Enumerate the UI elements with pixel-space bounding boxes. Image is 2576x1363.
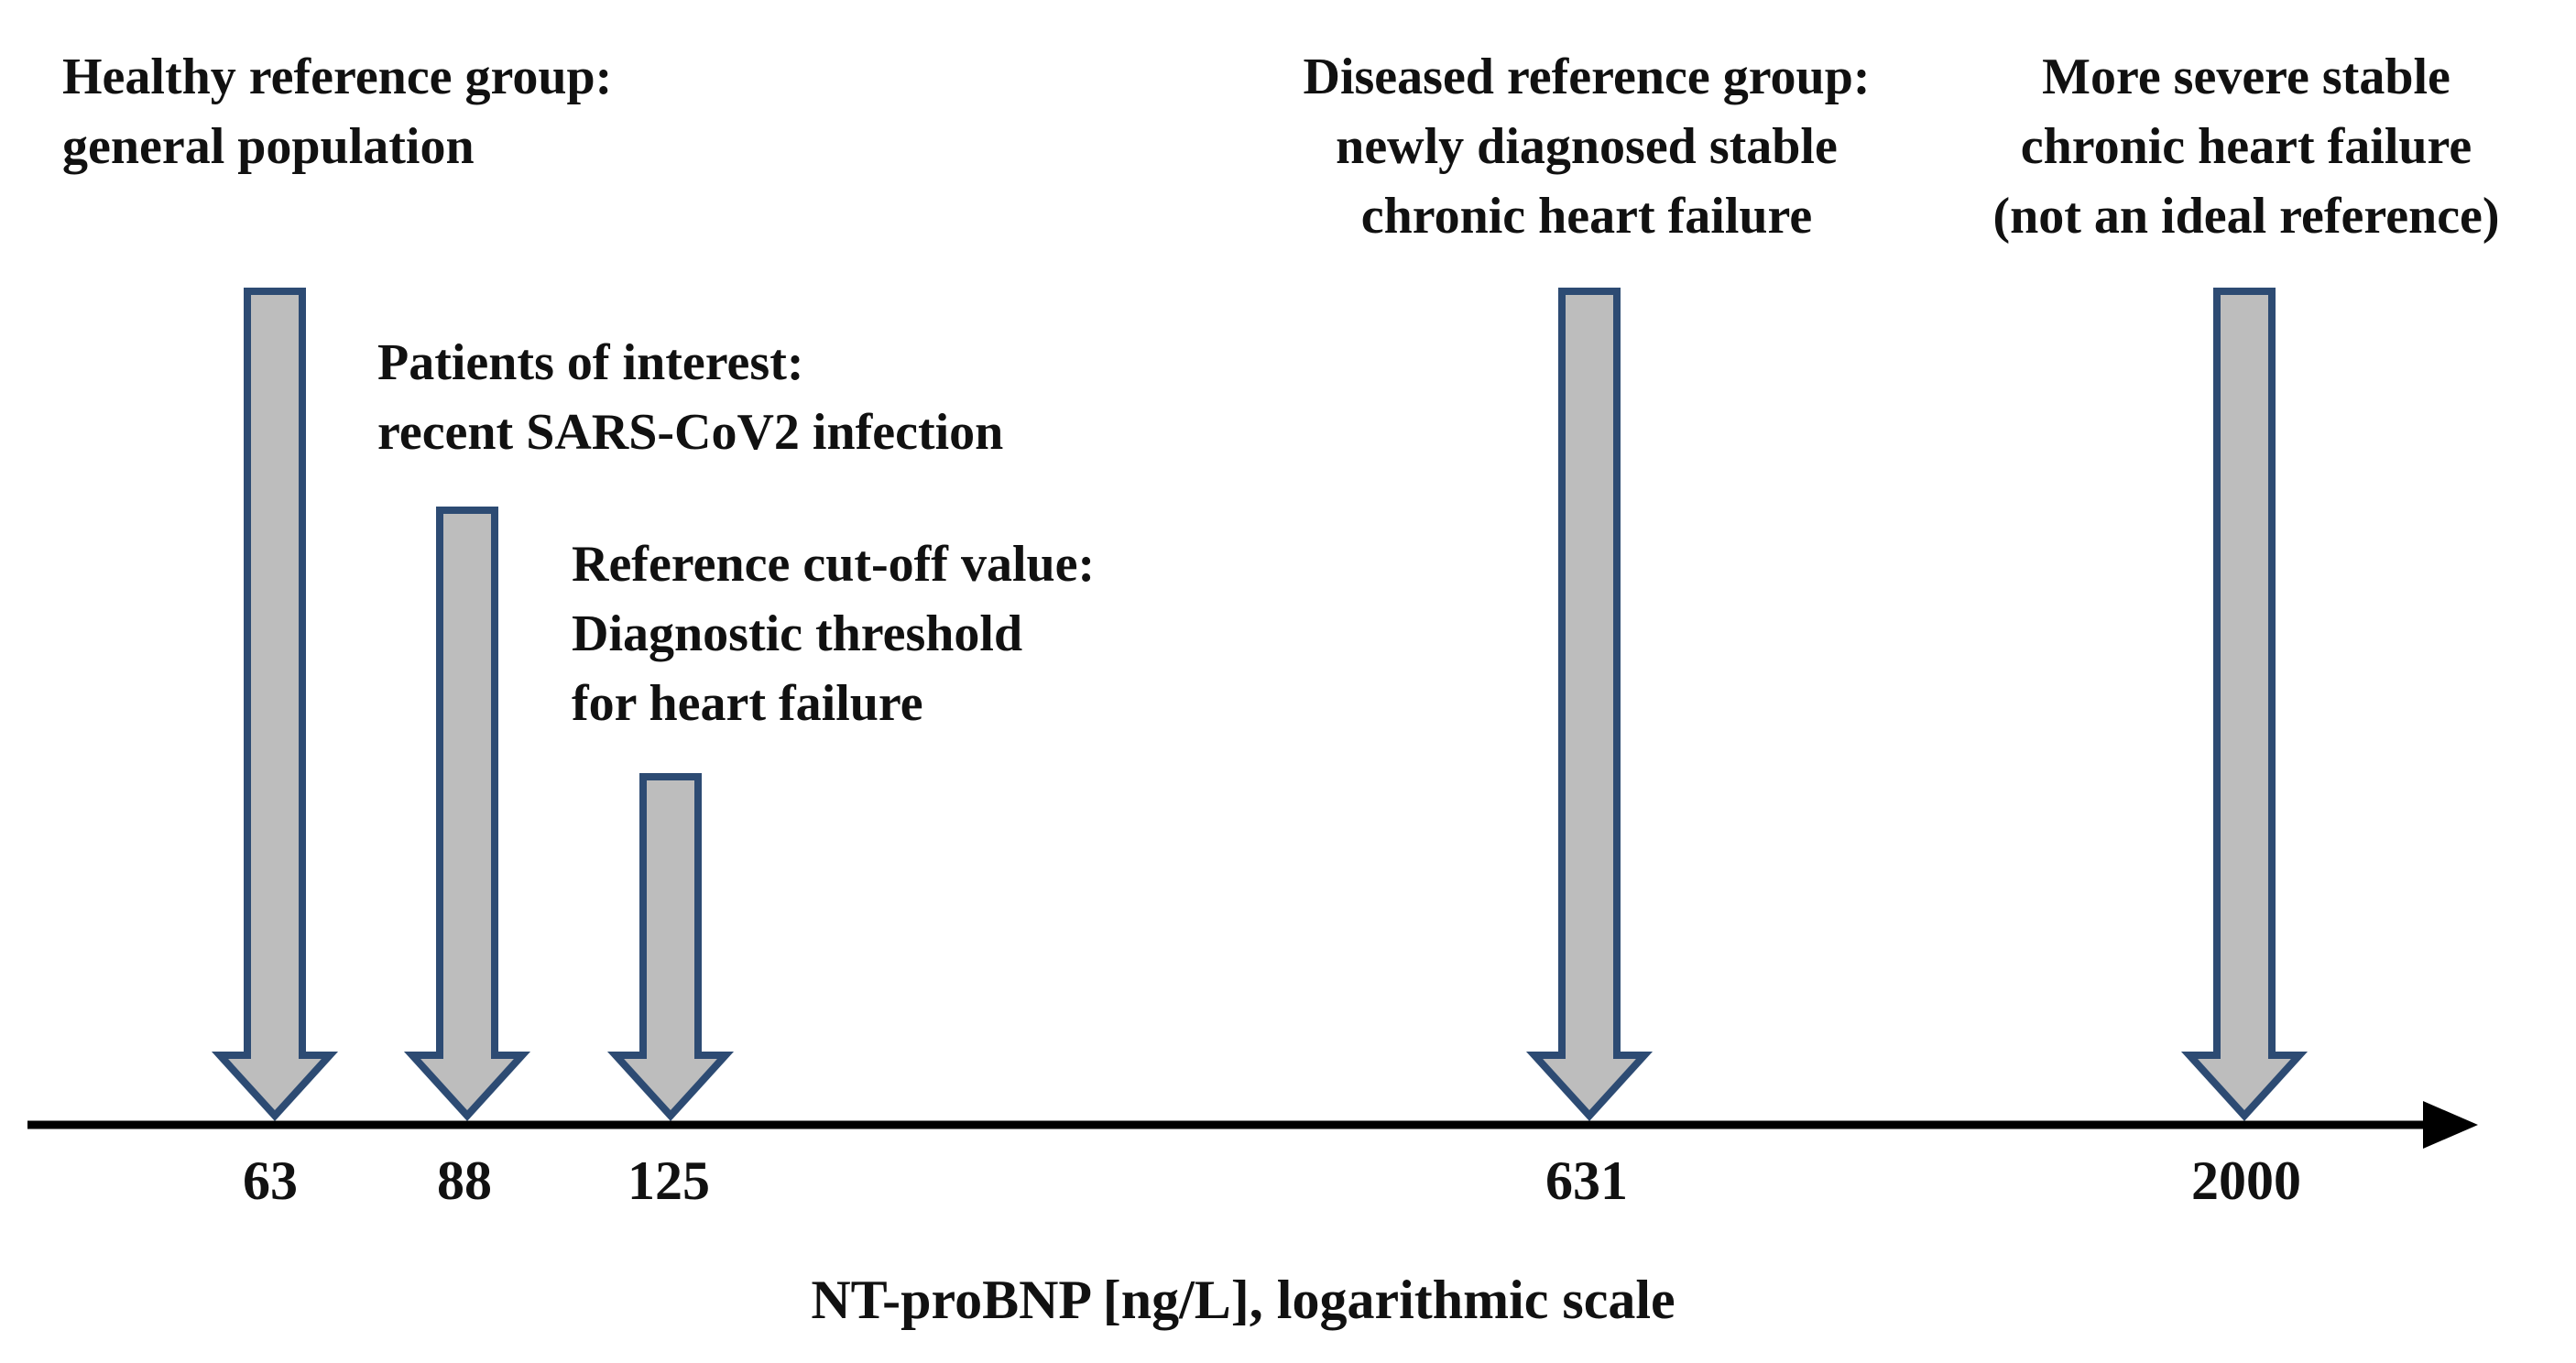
marker-label-severe-heart-failure: More severe stable chronic heart failure… [1992,42,2499,251]
label-line: Reference cut-off value: [572,536,1096,593]
arrow-631 [1525,288,1654,1121]
arrow-63 [211,288,339,1121]
marker-arrows [211,288,2309,1121]
label-line: Diagnostic threshold [572,605,1023,662]
tick-label-88: 88 [437,1150,492,1211]
arrow-88 [403,507,531,1121]
label-line: (not an ideal reference) [1992,188,2500,245]
tick-label-125: 125 [628,1150,710,1211]
label-line: recent SARS-CoV2 infection [377,404,1004,461]
label-line: general population [62,118,475,175]
label-line: Healthy reference group: [62,49,613,105]
label-line: Patients of interest: [377,334,804,391]
axis-title: NT-proBNP [ng/L], logarithmic scale [811,1270,1675,1330]
arrow-2000 [2180,288,2309,1121]
label-line: chronic heart failure [1360,188,1813,245]
tick-label-631: 631 [1545,1150,1628,1211]
label-line: for heart failure [572,675,923,732]
label-line: Diseased reference group: [1303,49,1871,105]
label-line: chronic heart failure [2020,118,2472,175]
marker-label-reference-cutoff: Reference cut-off value: Diagnostic thre… [572,529,1095,738]
marker-label-diseased-reference: Diseased reference group: newly diagnose… [1304,42,1871,251]
tick-label-63: 63 [243,1150,298,1211]
marker-label-healthy-reference: Healthy reference group: general populat… [62,42,612,181]
marker-label-patients-of-interest: Patients of interest: recent SARS-CoV2 i… [377,328,1003,467]
arrow-125 [606,773,735,1121]
tick-label-2000: 2000 [2191,1150,2301,1211]
label-line: newly diagnosed stable [1336,118,1838,175]
axis-arrowhead [2423,1101,2478,1149]
label-line: More severe stable [2042,49,2450,105]
